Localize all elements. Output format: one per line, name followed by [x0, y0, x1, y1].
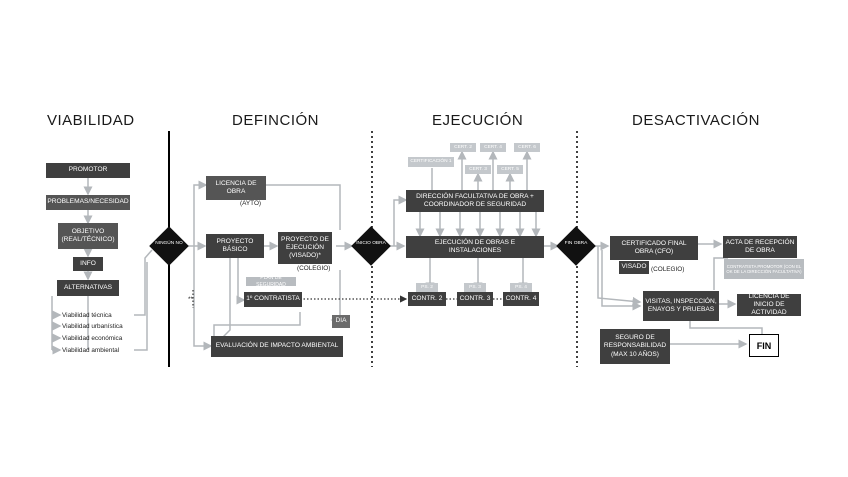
direccion-facultativa-box: DIRECCIÓN FACULTATIVA DE OBRA + COORDINA… [406, 190, 544, 212]
viabilidad-item: Viabilidad urbanística [62, 323, 123, 330]
contratista-promotor-box: CONTRATISTA PROMOTOR (CON EL OK DE LA DI… [724, 259, 804, 279]
primer-contratista-box: 1º CONTRATISTA [244, 292, 302, 307]
header-definicion: DEFINCIÓN [232, 112, 319, 129]
contratista-box: CONTR. 3 [457, 292, 493, 306]
cert-box: CERT. 5 [497, 165, 523, 174]
viabilidad-item: Viabilidad económica [62, 335, 123, 342]
plan-seguridad-box: PLAN DE SEGURIDAD [246, 275, 296, 288]
header-desactivacion: DESACTIVACIÓN [632, 112, 760, 129]
cert-box: CERT. 6 [514, 143, 540, 152]
fin-obra-label: FIN OBRA [564, 241, 588, 246]
alternativas-box: ALTERNATIVAS [57, 280, 119, 296]
evaluacion-impacto-box: EVALUACIÓN DE IMPACTO AMBIENTAL [211, 336, 343, 357]
colegio-label: (COLEGIO) [651, 266, 685, 273]
promotor-box: PROMOTOR [46, 163, 130, 178]
acta-recepcion-box: ACTA DE RECEPCIÓN DE OBRA [723, 236, 797, 258]
cert-box: CERT. 4 [480, 143, 506, 152]
visado-box: VISADO [619, 261, 649, 274]
objetivo-box: OBJETIVO (REAL/TÉCNICO) [58, 223, 118, 249]
proyecto-basico-box: PROYECTO BÁSICO [206, 234, 264, 258]
certificado-final-box: CERTIFICADO FINAL OBRA (CFO) [610, 236, 698, 260]
ejecucion-obras-box: EJECUCIÓN DE OBRAS E INSTALACIONES [406, 236, 544, 258]
ps-box: PS. 4 [510, 283, 532, 292]
problemas-box: PROBLEMAS/NECESIDAD [46, 195, 130, 210]
fin-box: FIN [749, 334, 779, 357]
ps-box: PS. 3 [464, 283, 486, 292]
proyecto-ejecucion-box: PROYECTO DE EJECUCIÓN (VISADO)* [278, 232, 332, 264]
contratista-box: CONTR. 2 [408, 292, 446, 306]
cert-box: CERT. 2 [450, 143, 476, 152]
colegio-label: (COLEGIO) [297, 265, 331, 272]
licencia-obra-box: LICENCIA DE OBRA [206, 176, 266, 200]
viabilidad-item: Viabilidad técnica [62, 312, 112, 319]
visitas-inspeccion-box: VISITAS, INSPECCIÓN, ENAYOS Y PRUEBAS [643, 291, 719, 321]
header-viabilidad: VIABILIDAD [47, 112, 135, 129]
dia-box: DIA [332, 315, 350, 328]
licencia-inicio-box: LICENCIA DE INICIO DE ACTIVIDAD [737, 293, 801, 316]
viabilidad-item: Viabilidad ambiental [62, 347, 120, 354]
certificacion-box: CERTIFICACIÓN 1 [408, 157, 454, 167]
seguro-responsabilidad-box: SEGURO DE RESPONSABILIDAD (MAX 10 AÑOS) [600, 329, 670, 364]
contratista-box: CONTR. 4 [503, 292, 539, 306]
asterisks-label: ** [188, 296, 193, 303]
ps-box: PS. 2 [416, 283, 438, 292]
info-box: INFO [73, 257, 103, 271]
ningun-no-label: NINGÚN NO [155, 241, 183, 246]
cert-box: CERT. 3 [465, 165, 491, 174]
inicio-obra-label: INICIO OBRA [356, 241, 386, 246]
header-ejecucion: EJECUCIÓN [432, 112, 524, 129]
ayto-label: (AYTO) [240, 200, 262, 207]
